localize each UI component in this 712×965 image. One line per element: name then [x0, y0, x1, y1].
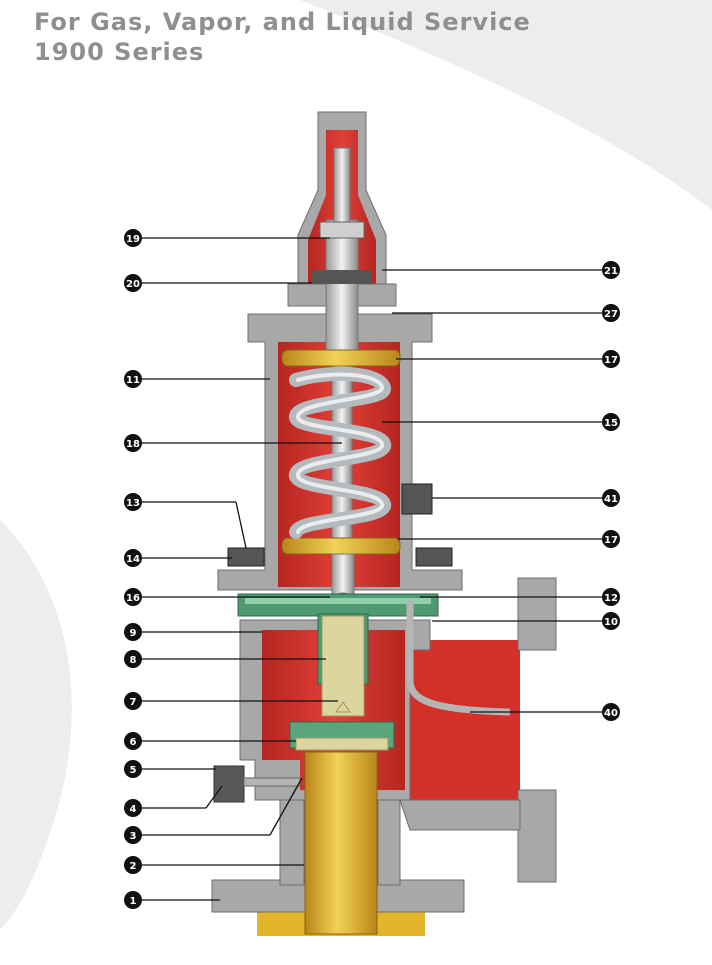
callout-12: 12 [602, 588, 620, 606]
callout-17-bottom: 17 [602, 530, 620, 548]
svg-text:20: 20 [126, 279, 140, 290]
callout-2: 2 [124, 856, 142, 874]
screw-thread-top [333, 147, 351, 229]
svg-text:17: 17 [604, 355, 618, 366]
guide-highlight [245, 598, 431, 604]
callout-10: 10 [602, 612, 620, 630]
callout-lines [142, 237, 602, 901]
svg-text:6: 6 [130, 737, 137, 748]
callout-13: 13 [124, 493, 142, 511]
svg-text:12: 12 [604, 593, 618, 604]
adjusting-screw [325, 219, 359, 361]
spring-washer-top [281, 349, 401, 367]
nozzle [304, 751, 378, 935]
svg-text:21: 21 [604, 266, 618, 277]
jam-nut [312, 270, 372, 284]
callout-3: 3 [124, 826, 142, 844]
outlet-flange-upper [517, 577, 557, 651]
callout-17-top: 17 [602, 350, 620, 368]
svg-text:40: 40 [604, 708, 618, 719]
svg-text:3: 3 [130, 831, 137, 842]
svg-text:15: 15 [604, 418, 618, 429]
callout-18: 18 [124, 434, 142, 452]
base-neck-left [279, 799, 305, 886]
svg-text:2: 2 [130, 861, 137, 872]
callout-19: 19 [124, 229, 142, 247]
svg-text:14: 14 [126, 554, 140, 565]
header-title: For Gas, Vapor, and Liquid Service [34, 8, 531, 36]
svg-text:9: 9 [130, 628, 137, 639]
disc-retainer [295, 737, 389, 751]
callout-1: 1 [124, 891, 142, 909]
lift-tube [406, 600, 511, 716]
spindle-lower [331, 553, 355, 595]
svg-text:11: 11 [126, 375, 140, 386]
vent-plug [401, 483, 433, 515]
ring-pin-screw [213, 765, 245, 803]
spring-washer-bottom [281, 537, 401, 555]
svg-text:27: 27 [604, 309, 618, 320]
svg-text:16: 16 [126, 593, 140, 604]
callout-markers: 19 20 11 18 13 14 16 9 8 7 6 5 4 3 2 1 2… [124, 229, 620, 909]
callout-21: 21 [602, 261, 620, 279]
svg-text:7: 7 [130, 697, 137, 708]
svg-text:1: 1 [130, 896, 137, 907]
svg-text:5: 5 [130, 765, 137, 776]
stud-nut-right [415, 547, 453, 567]
callout-4: 4 [124, 799, 142, 817]
callout-15: 15 [602, 413, 620, 431]
callout-14: 14 [124, 549, 142, 567]
disc-pin [335, 701, 351, 713]
background-swoosh-top [300, 0, 712, 210]
svg-text:10: 10 [604, 617, 618, 628]
callout-7: 7 [124, 692, 142, 710]
adjusting-screw-lock-nut [319, 221, 365, 239]
base-neck-right [377, 799, 401, 886]
callout-20: 20 [124, 274, 142, 292]
svg-text:8: 8 [130, 655, 137, 666]
svg-text:17: 17 [604, 535, 618, 546]
callout-9: 9 [124, 623, 142, 641]
callout-5: 5 [124, 760, 142, 778]
background-swoosh-left [0, 520, 72, 930]
svg-text:13: 13 [126, 498, 140, 509]
disc-holder [321, 615, 365, 717]
svg-text:18: 18 [126, 439, 140, 450]
stud-nut-left [227, 547, 265, 567]
svg-text:41: 41 [604, 494, 618, 505]
callout-27: 27 [602, 304, 620, 322]
ring-pin [243, 777, 301, 787]
callout-41: 41 [602, 489, 620, 507]
callout-11: 11 [124, 370, 142, 388]
callout-6: 6 [124, 732, 142, 750]
callout-40: 40 [602, 703, 620, 721]
header-series: 1900 Series [34, 38, 205, 66]
callout-16: 16 [124, 588, 142, 606]
outlet-gray-wall [399, 799, 521, 831]
svg-text:19: 19 [126, 234, 140, 245]
outlet-flange-lower [517, 789, 557, 883]
svg-text:4: 4 [130, 804, 137, 815]
callout-8: 8 [124, 650, 142, 668]
